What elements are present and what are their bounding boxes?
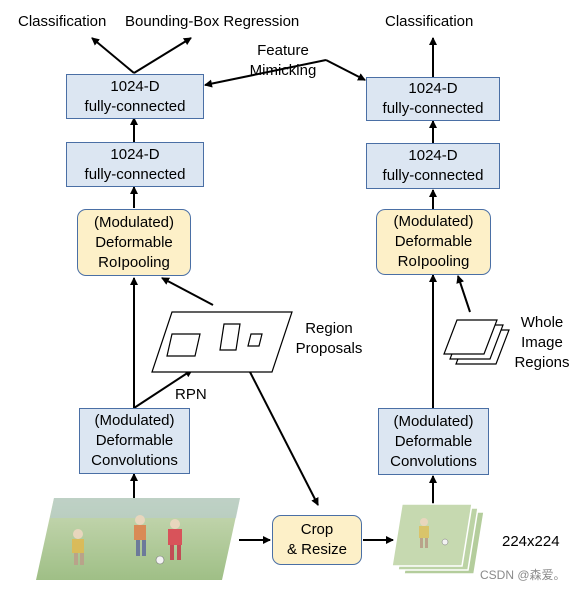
fc1-left-line1: 1024-D: [110, 145, 160, 163]
size-label: 224x224: [502, 533, 560, 550]
classification-label-right: Classification: [385, 13, 474, 30]
roipool-left-line1: (Modulated): [93, 213, 175, 231]
classification-label-left: Classification: [18, 13, 107, 30]
arrow-whole-to-roipool: [456, 275, 471, 313]
fc1-right-line2: fully-connected: [382, 167, 484, 184]
roipool-box-right: (Modulated) Deformable RoIpooling: [376, 209, 491, 275]
fc1-left-line2: fully-connected: [84, 165, 186, 183]
arrow-to-classification-left: [91, 37, 135, 74]
fc2-box-left: 1024-D fully-connected: [66, 74, 204, 119]
arrow-proposals-to-crop: [249, 371, 319, 506]
region-proposals-line1: Region: [305, 320, 353, 337]
roipool-left-line2: Deformable: [95, 233, 173, 251]
input-image: [36, 498, 240, 580]
crop-resize-box: Crop & Resize: [272, 515, 362, 565]
crops-stack: [391, 503, 485, 575]
conv-left-line2: Deformable: [95, 432, 174, 449]
crop-resize-line1: Crop: [300, 521, 334, 538]
bbox-regression-label: Bounding-Box Regression: [125, 13, 300, 30]
region-proposals-graphic: [151, 311, 293, 373]
fc2-box-right: 1024-D fully-connected: [366, 77, 500, 121]
conv-left-line3: Convolutions: [91, 452, 178, 469]
watermark: CSDN @森爱。: [480, 568, 566, 582]
conv-right-line3: Convolutions: [390, 452, 477, 470]
fc2-left-line2: fully-connected: [84, 97, 186, 115]
rpn-label: RPN: [175, 386, 207, 403]
feature-mimicking-line2: Mimicking: [249, 62, 317, 79]
arrow-mimic-to-left-fc: [204, 59, 327, 88]
conv-right-line2: Deformable: [394, 432, 473, 450]
conv-left-line1: (Modulated): [94, 412, 175, 429]
whole-image-line3: Regions: [514, 354, 570, 371]
roipool-right-line3: RoIpooling: [397, 253, 470, 270]
region-proposals-label: Region Proposals: [291, 319, 367, 359]
fc1-right-line1: 1024-D: [408, 147, 458, 164]
whole-image-line2: Image: [521, 334, 563, 351]
feature-mimicking-line1: Feature: [257, 42, 309, 59]
arrow-to-bbox-regression: [133, 37, 192, 74]
conv-right-line1: (Modulated): [393, 412, 474, 430]
conv-box-right: (Modulated) Deformable Convolutions: [378, 408, 489, 475]
conv-box-left: (Modulated) Deformable Convolutions: [79, 408, 190, 474]
arrow-mimic-to-right-fc: [325, 59, 366, 81]
roipool-left-line3: RoIpooling: [98, 253, 170, 271]
fc1-box-right: 1024-D fully-connected: [366, 143, 500, 189]
roipool-box-left: (Modulated) Deformable RoIpooling: [77, 209, 191, 276]
whole-image-regions-label: Whole Image Regions: [510, 313, 574, 373]
feature-mimicking-label: Feature Mimicking: [240, 41, 326, 81]
fc2-right-line2: fully-connected: [382, 100, 484, 117]
whole-image-regions-graphic: [443, 319, 510, 365]
roipool-right-line1: (Modulated): [393, 213, 474, 230]
arrow-rpn: [133, 369, 193, 409]
arrow-proposals-to-roipool: [161, 277, 214, 306]
region-proposals-line2: Proposals: [295, 340, 363, 357]
roipool-right-line2: Deformable: [394, 233, 473, 250]
fc1-box-left: 1024-D fully-connected: [66, 142, 204, 187]
fc2-left-line1: 1024-D: [110, 77, 160, 95]
fc2-right-line1: 1024-D: [408, 80, 458, 97]
crop-resize-line2: & Resize: [286, 541, 348, 558]
whole-image-line1: Whole: [520, 314, 564, 331]
